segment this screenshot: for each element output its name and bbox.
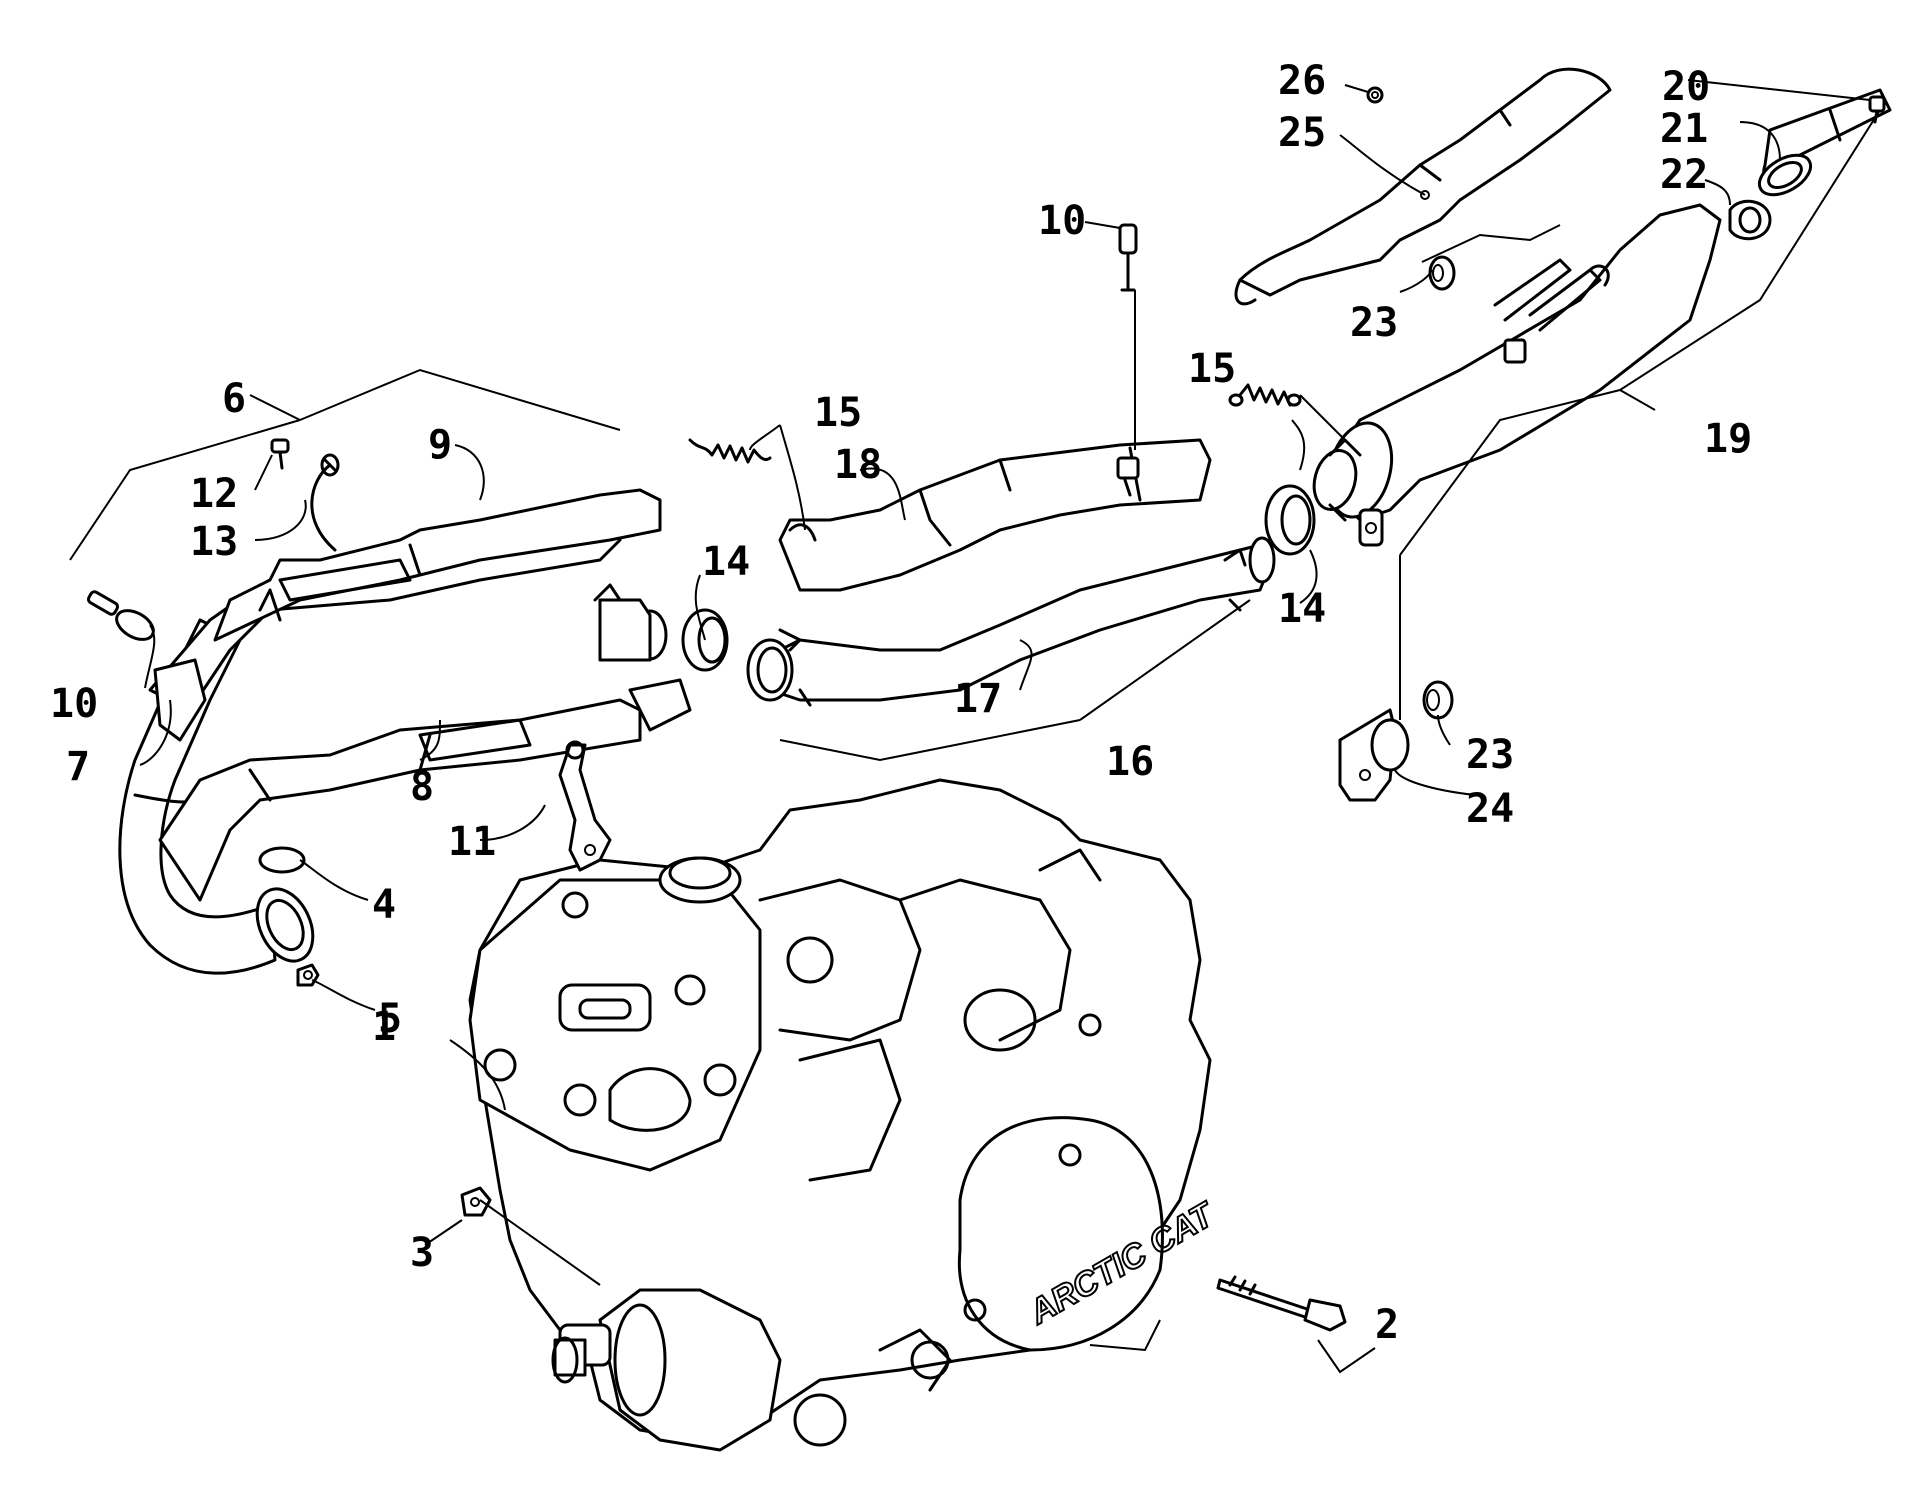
callout-23-top: 23: [1350, 300, 1398, 346]
callout-3: 3: [410, 1230, 434, 1276]
callout-16: 16: [1106, 739, 1154, 785]
callout-19: 19: [1704, 416, 1752, 462]
center-pipe-assembly: [746, 438, 1276, 707]
nut-3: [460, 1186, 492, 1217]
callout-11: 11: [448, 819, 496, 865]
y-pipe-assembly: [86, 488, 692, 902]
callout-26: 26: [1278, 58, 1326, 104]
callout-23-bottom: 23: [1466, 732, 1514, 778]
callout-14-left: 14: [702, 539, 750, 585]
callout-14-right: 14: [1278, 586, 1326, 632]
bolt-2: [1216, 1275, 1347, 1332]
nut-26: [1366, 86, 1384, 104]
engine-assembly: ARCTIC CAT: [468, 778, 1224, 1452]
callout-8: 8: [410, 764, 434, 810]
clamp-13: [310, 453, 340, 552]
callout-labels: 1 2 3 4 5 6 7 8 9 10 10 11 12 13 14 14 1…: [50, 58, 1752, 1348]
callout-20: 20: [1662, 64, 1710, 110]
spark-arrestor-21: [1757, 88, 1892, 197]
muffler: [1312, 203, 1722, 547]
heat-shield-25: [1234, 67, 1612, 306]
bolt-12: [270, 438, 290, 470]
screw-20: [1868, 95, 1886, 124]
callout-2: 2: [1375, 1302, 1399, 1348]
gasket-22: [1728, 199, 1772, 241]
callout-18: 18: [834, 442, 882, 488]
spring-15-right: [1228, 383, 1302, 407]
callout-9: 9: [428, 422, 452, 468]
leader-lines: [69, 79, 1881, 1374]
callout-15-right: 15: [1188, 346, 1236, 392]
callout-7: 7: [66, 744, 90, 790]
callout-6: 6: [222, 376, 246, 422]
callout-12: 12: [190, 471, 238, 517]
callout-4: 4: [372, 882, 396, 928]
seal-14-right: [1264, 484, 1316, 556]
bracket-24: [1338, 708, 1410, 802]
callout-17: 17: [954, 676, 1002, 722]
gasket-4: [258, 846, 306, 874]
callout-22: 22: [1660, 152, 1708, 198]
callout-10-center: 10: [1038, 198, 1086, 244]
grommet-23-bottom: [1422, 680, 1454, 720]
callout-24: 24: [1466, 786, 1514, 832]
spring-15-left: [688, 438, 772, 464]
bracket-11: [558, 740, 612, 872]
callout-5: 5: [378, 996, 402, 1042]
callout-1: 1: [372, 1004, 396, 1050]
callout-10-left: 10: [50, 681, 98, 727]
callout-21: 21: [1660, 106, 1708, 152]
clamp-10-center: [1118, 223, 1138, 292]
callout-13: 13: [190, 519, 238, 565]
callout-25: 25: [1278, 110, 1326, 156]
grommet-23-top: [1428, 255, 1456, 291]
callout-15-left: 15: [814, 390, 862, 436]
